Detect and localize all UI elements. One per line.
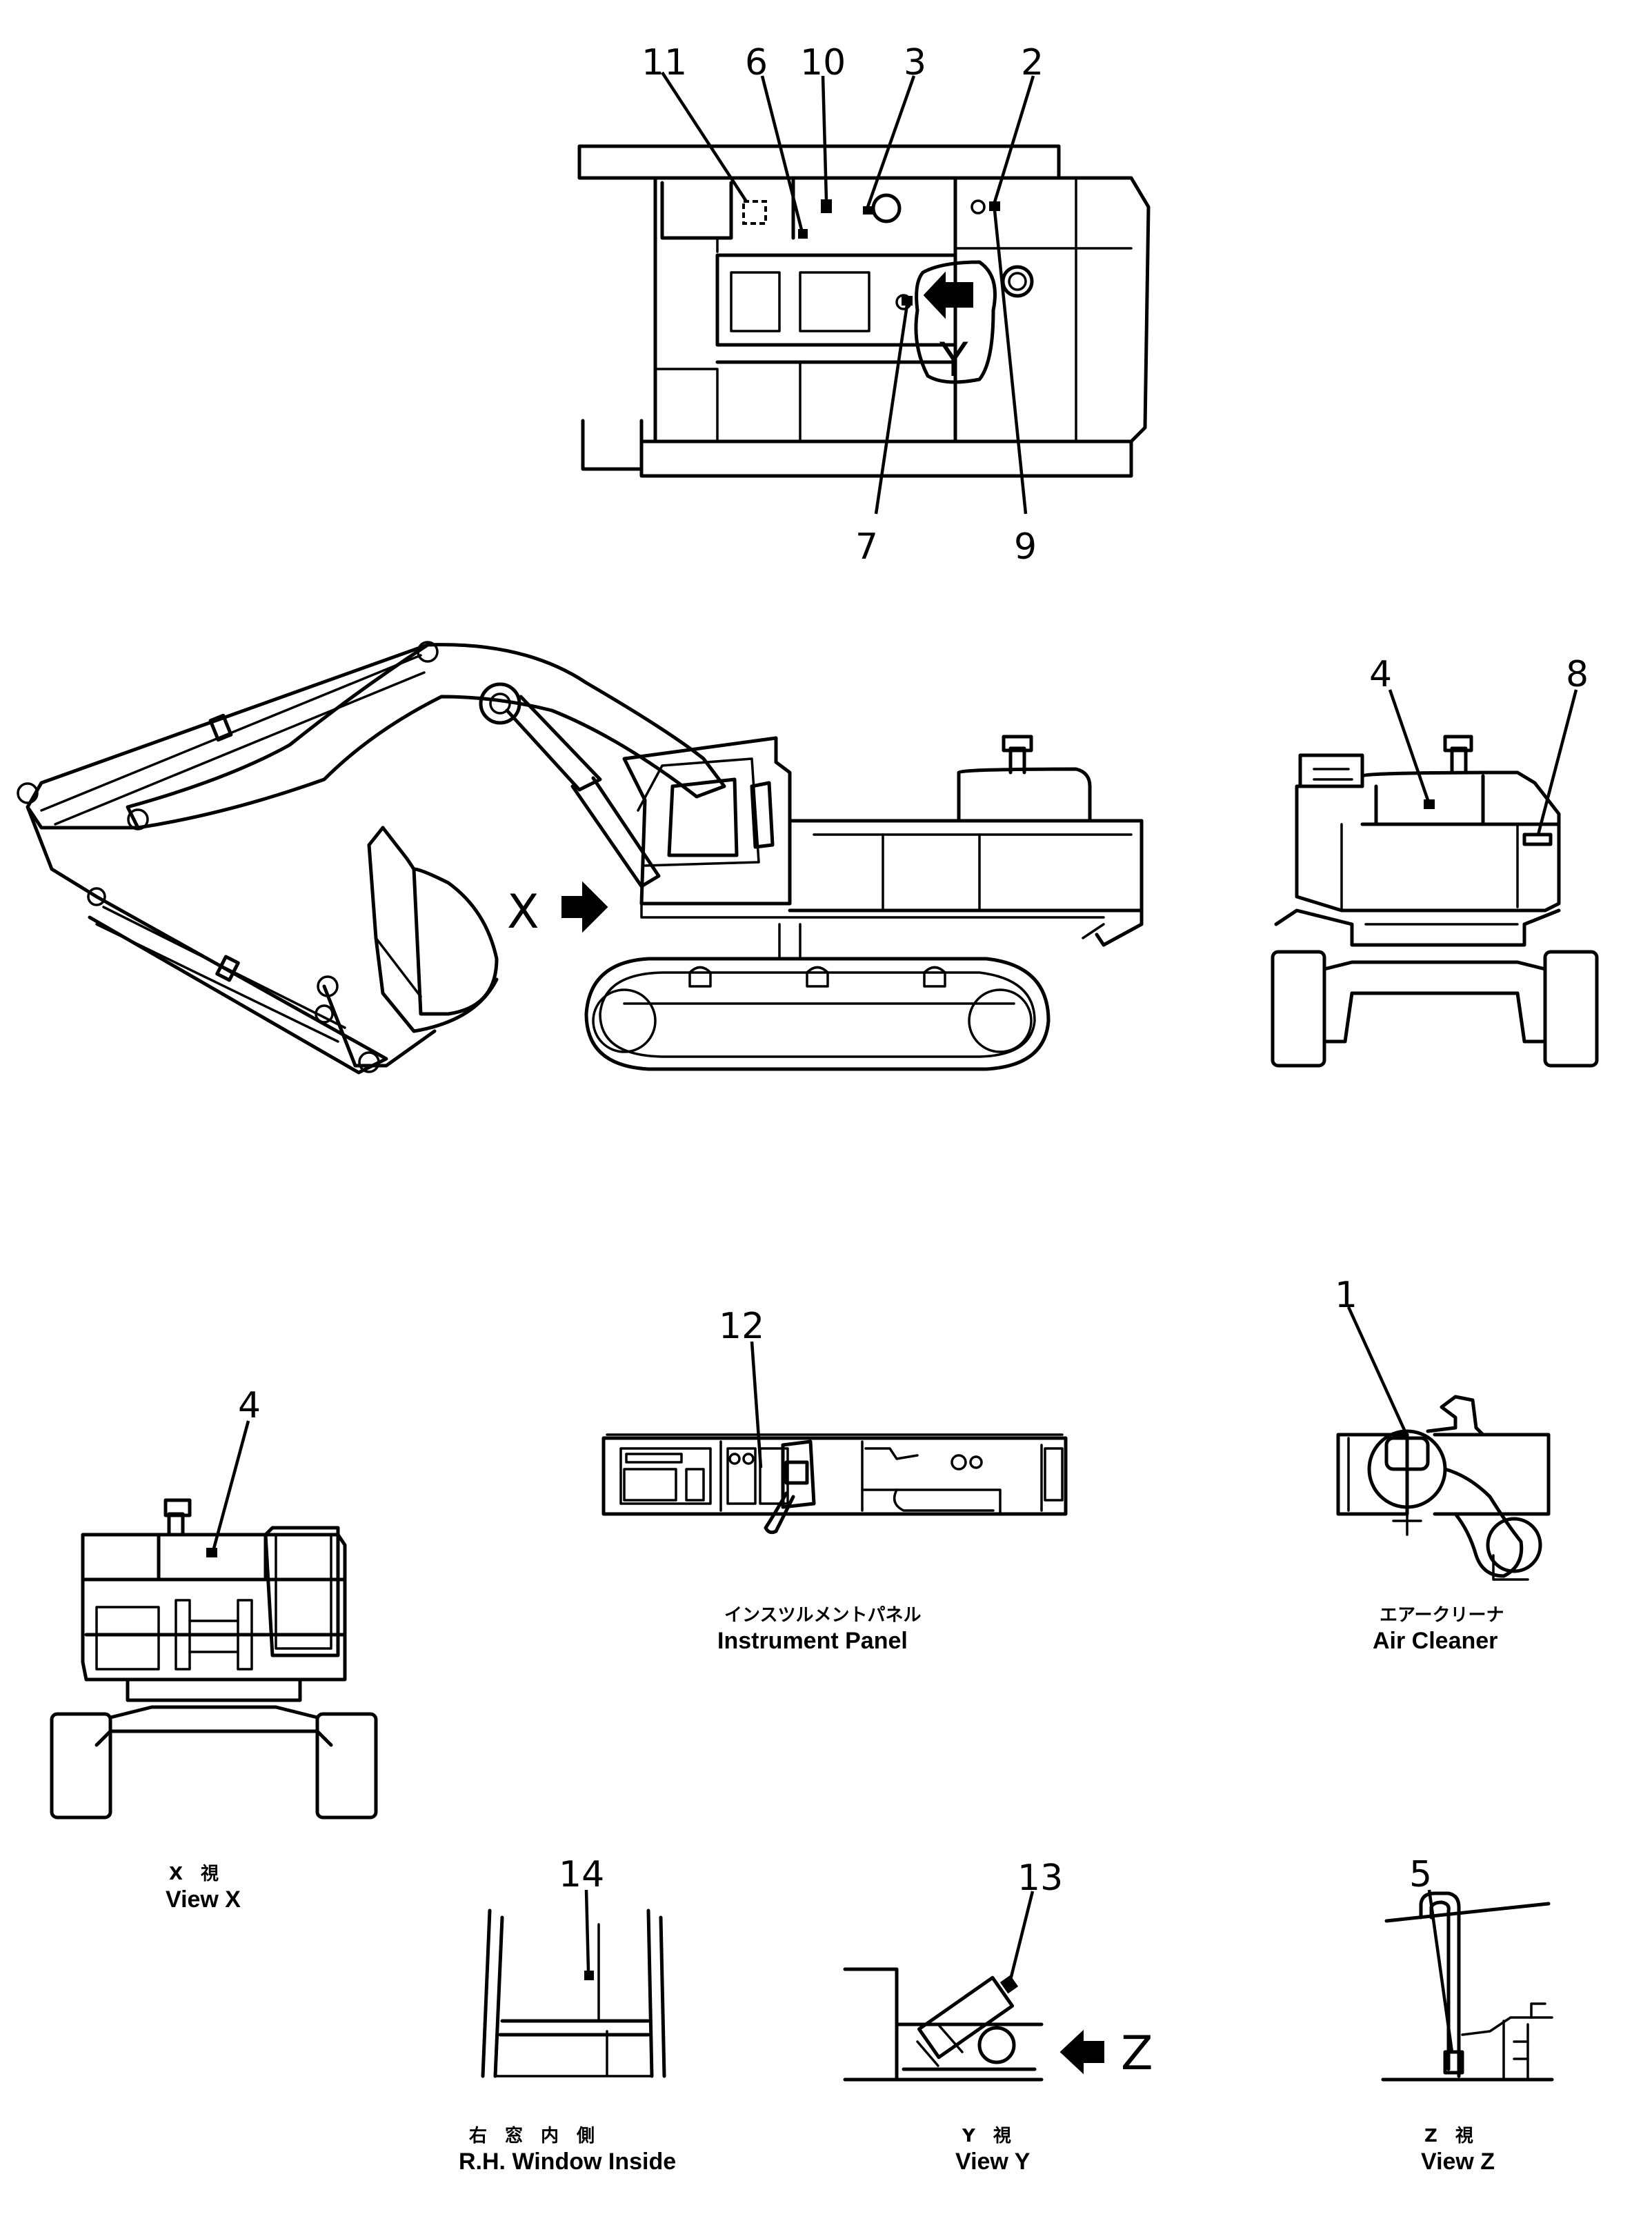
view-y-marker: Y [939, 333, 968, 388]
decal-icon [902, 296, 913, 306]
view-z-caption-jp: Z 視 [1424, 2126, 1473, 2146]
window-view: 14 右 窓 内 側 R.H. Window Inside [459, 1854, 676, 2175]
view-x-marker: X [507, 885, 539, 939]
view-x: 4 X 視 View X [50, 1385, 378, 1913]
callout-4: 4 [1369, 654, 1392, 695]
decal-icon [798, 229, 808, 239]
callout-9: 9 [1014, 526, 1037, 568]
decal-icon [821, 199, 832, 213]
left-arrow-icon [923, 271, 973, 319]
view-y-caption-en: View Y [955, 2149, 1031, 2175]
view-y: 13 Z Y 視 View Y [843, 1857, 1153, 2175]
left-arrow-icon [1059, 2029, 1104, 2075]
window-caption-en: R.H. Window Inside [459, 2149, 676, 2175]
air-cleaner-view: 1 エアークリーナ Air Cleaner [1335, 1275, 1551, 1654]
view-x-caption-en: View X [166, 1886, 241, 1913]
callout-4-view-x: 4 [238, 1385, 261, 1426]
decal-icon [989, 201, 1000, 211]
view-z-caption-en: View Z [1421, 2149, 1495, 2175]
callout-5: 5 [1409, 1854, 1432, 1895]
callout-6: 6 [745, 42, 768, 83]
callout-11: 11 [641, 42, 687, 83]
air-cleaner-caption-jp: エアークリーナ [1380, 1605, 1504, 1626]
instrument-panel-caption-en: Instrument Panel [717, 1628, 908, 1654]
callout-14: 14 [559, 1854, 604, 1895]
side-view: X [17, 641, 1144, 1075]
right-arrow-icon [561, 881, 608, 933]
callout-2: 2 [1021, 42, 1044, 83]
view-x-caption-jp: X 視 [169, 1864, 219, 1884]
callout-1: 1 [1335, 1275, 1357, 1316]
window-caption-jp: 右 窓 内 側 [469, 2125, 595, 2146]
callout-12: 12 [719, 1306, 764, 1347]
decal-icon [584, 1971, 594, 1980]
rear-view: 4 8 [1271, 654, 1599, 1068]
callout-7: 7 [855, 526, 878, 568]
view-z-marker: Z [1121, 2026, 1153, 2081]
decal-icon [999, 1975, 1019, 1994]
view-y-caption-jp: Y 視 [962, 2126, 1011, 2146]
decal-icon [206, 1548, 217, 1557]
top-view: Y 11 6 10 3 2 7 9 [577, 42, 1151, 568]
callout-13: 13 [1017, 1857, 1063, 1899]
callout-8: 8 [1566, 654, 1589, 695]
decal-icon [863, 206, 873, 215]
instrument-panel-view: 12 インスツルメントパネル Instrument Panel [601, 1306, 1068, 1654]
view-z: 5 Z 視 View Z [1381, 1854, 1554, 2175]
callout-10: 10 [800, 42, 846, 83]
air-cleaner-caption-en: Air Cleaner [1373, 1628, 1497, 1654]
callout-3: 3 [904, 42, 926, 83]
decal-icon [1424, 799, 1435, 809]
instrument-panel-caption-jp: インスツルメントパネル [724, 1605, 921, 1626]
